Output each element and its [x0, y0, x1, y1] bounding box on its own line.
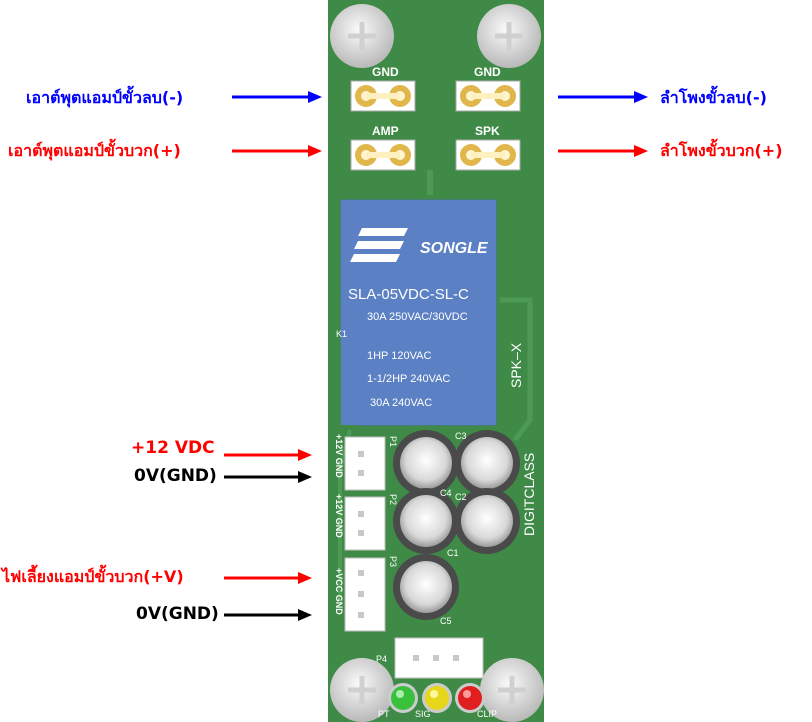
- silk-c3: C3: [455, 431, 467, 441]
- silk-c5: C5: [440, 616, 452, 626]
- arrow-amp-neg-icon: [232, 91, 322, 103]
- mounting-screw-top-right: [477, 4, 541, 68]
- pcb-trace: [500, 297, 533, 442]
- label-gnd-2: 0V(GND): [136, 604, 219, 624]
- silk-p1-pins: +12V GND: [334, 434, 344, 478]
- silk-p4: P4: [376, 654, 388, 664]
- silk-p1: P1: [388, 436, 398, 448]
- silk-board-name: SPK–X: [508, 342, 524, 388]
- led-red-icon: [455, 683, 485, 713]
- capacitor-c1: [393, 488, 459, 554]
- label-gnd-1: 0V(GND): [134, 466, 217, 486]
- silk-brand-side: DIGITCLASS: [521, 452, 537, 536]
- mounting-screw-bottom-right: [480, 658, 544, 722]
- connector-p1: [344, 436, 386, 491]
- relay-rating: 30A 250VAC/30VDC: [367, 311, 468, 323]
- silk-p3: P3: [388, 556, 398, 568]
- relay-spec1: 1HP 120VAC: [367, 350, 432, 362]
- songle-logo-icon: [350, 228, 408, 262]
- silk-led-pt: PT: [378, 709, 390, 719]
- arrow-spk-neg-icon: [558, 91, 648, 103]
- header-amp: [350, 139, 416, 171]
- arrow-12v-icon: [224, 449, 312, 461]
- connector-p4: [394, 637, 484, 679]
- silk-c1: C1: [447, 548, 459, 558]
- led-yellow-icon: [422, 683, 452, 713]
- led-green-icon: [388, 683, 418, 713]
- capacitor-c2: [454, 488, 520, 554]
- capacitor-c5: [393, 554, 459, 620]
- silk-c2: C2: [455, 492, 467, 502]
- capacitor-c4: [393, 430, 459, 496]
- silk-p3-pins: +VCC GND: [334, 568, 344, 615]
- silk-p2-pins: +12V GND: [334, 494, 344, 538]
- mounting-screw-top-left: [330, 4, 394, 68]
- mounting-screw-bottom-left: [330, 658, 394, 722]
- silk-c4: C4: [440, 488, 452, 498]
- header-spk: [455, 139, 521, 171]
- arrow-amp-pos-icon: [232, 145, 322, 157]
- silk-spk: SPK: [475, 124, 500, 138]
- silk-gnd-right: GND: [474, 65, 501, 79]
- silk-amp: AMP: [372, 124, 399, 138]
- capacitor-c3: [454, 430, 520, 496]
- label-vcc: ไฟเลี้ยงแอมป์ขั้วบวก(+V): [2, 567, 184, 586]
- relay-model: SLA-05VDC-SL-C: [348, 286, 469, 303]
- connector-p3: [344, 557, 386, 632]
- silk-p2: P2: [388, 494, 398, 506]
- header-spk-gnd: [455, 80, 521, 112]
- relay-spec3: 30A 240VAC: [370, 397, 433, 409]
- silk-led-clip: CLIP: [477, 709, 498, 719]
- arrow-gnd1-icon: [224, 471, 312, 483]
- arrow-vcc-icon: [224, 572, 312, 584]
- silk-gnd-left: GND: [372, 65, 399, 79]
- relay-spec2: 1-1/2HP 240VAC: [367, 373, 451, 385]
- label-spk-negative: ลำโพงขั้วลบ(-): [660, 88, 767, 107]
- silk-k1: K1: [336, 329, 348, 339]
- label-amp-negative: เอาต์พุตแอมป์ขั้วลบ(-): [26, 88, 184, 107]
- arrow-spk-pos-icon: [558, 145, 648, 157]
- silk-led-sig: SIG: [415, 709, 431, 719]
- relay-brand: SONGLE: [420, 240, 488, 257]
- header-amp-gnd: [350, 80, 416, 112]
- connector-p2: [344, 496, 386, 551]
- label-12vdc: +12 VDC: [131, 438, 215, 458]
- arrow-gnd2-icon: [224, 609, 312, 621]
- label-spk-positive: ลำโพงขั้วบวก(+): [660, 141, 783, 160]
- label-amp-positive: เอาต์พุตแอมป์ขั้วบวก(+): [8, 141, 181, 160]
